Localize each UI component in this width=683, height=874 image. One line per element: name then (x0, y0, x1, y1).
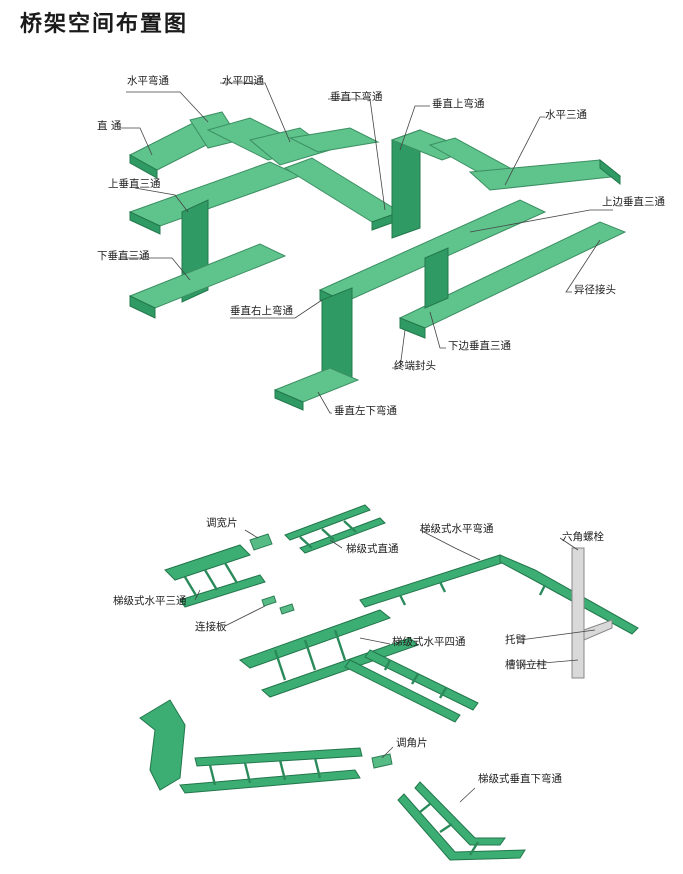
label-channel-steel-column: 槽钢立柱 (505, 658, 547, 671)
channel-steel-column (571, 547, 585, 679)
ladder-four-way (238, 609, 392, 669)
label-end-cap: 终端封头 (394, 359, 436, 372)
label-vertical-left-down-elbow: 垂直左下弯通 (334, 404, 397, 417)
label-hex-bolt: 六角螺栓 (562, 530, 604, 543)
ladder-vertical-down-elbow (139, 699, 186, 791)
top-leaders (118, 82, 613, 414)
ladder-horizontal-tee (164, 544, 251, 581)
adjust-width-plate (249, 533, 273, 551)
bottom-labels: 调宽片 梯级式直通 梯级式水平弯通 六角螺栓 梯级式水平三通 连接板 梯级式水平… (113, 516, 604, 785)
label-horizontal-elbow: 水平弯通 (127, 74, 169, 87)
label-vertical-up-elbow: 垂直上弯通 (432, 97, 485, 110)
top-tray-diagram (128, 111, 627, 411)
label-support-arm: 托臂 (505, 633, 526, 646)
label-vertical-right-up-elbow: 垂直右上弯通 (230, 304, 293, 317)
label-ladder-horizontal-tee: 梯级式水平三通 (113, 594, 187, 607)
label-ladder-straight: 梯级式直通 (346, 542, 399, 555)
ladder-horizontal-elbow (359, 554, 506, 608)
bottom-ladder-diagram (139, 504, 639, 861)
label-lower-vertical-tee: 下垂直三通 (97, 249, 150, 262)
top-labels: 水平弯通 水平四通 垂直下弯通 垂直上弯通 水平三通 直 通 上垂直三通 上边垂… (97, 74, 665, 417)
label-horizontal-four-way: 水平四通 (222, 75, 264, 87)
label-lower-side-vertical-tee: 下边垂直三通 (448, 339, 511, 352)
connection-plate (261, 595, 277, 607)
label-ladder-horizontal-elbow: 梯级式水平弯通 (420, 522, 494, 535)
label-adjust-width-plate: 调宽片 (206, 516, 238, 529)
label-adjust-angle-plate: 调角片 (396, 736, 428, 749)
label-ladder-vertical-down-elbow: 梯级式垂直下弯通 (478, 772, 562, 785)
label-connection-plate: 连接板 (195, 620, 227, 633)
ladder-straight (284, 504, 371, 541)
adjust-angle-plate (371, 753, 393, 769)
support-arm (583, 619, 613, 641)
label-ladder-four-way: 梯级式水平四通 (392, 635, 466, 648)
label-upper-vertical-tee: 上垂直三通 (108, 177, 161, 190)
label-straight: 直 通 (97, 119, 122, 132)
bottom-leaders (194, 529, 596, 803)
label-reducer: 异径接头 (574, 283, 616, 296)
page-title: 桥架空间布置图 (20, 12, 189, 37)
label-upper-side-vertical-tee: 上边垂直三通 (602, 195, 665, 208)
label-vertical-down-elbow: 垂直下弯通 (330, 90, 383, 103)
label-horizontal-tee: 水平三通 (545, 109, 587, 121)
